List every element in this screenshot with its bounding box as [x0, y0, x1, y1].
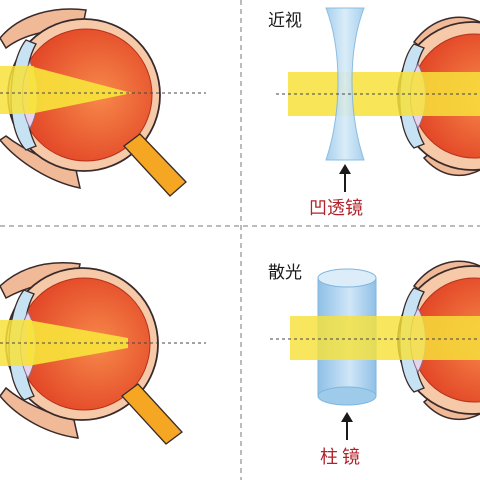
concave-lens	[325, 7, 365, 161]
eye-top-left	[0, 8, 206, 197]
eye-bottom-left	[0, 262, 206, 445]
panel-title-myopia: 近视	[268, 11, 302, 31]
lens-label-concave: 凹透镜	[309, 198, 363, 219]
eyelid-lower	[0, 135, 81, 189]
light-beam-focus	[30, 66, 132, 114]
lens-label-cylinder: 柱镜	[320, 447, 364, 468]
optic-nerve-bl	[121, 383, 183, 445]
light-beam-astigmatism	[290, 316, 480, 360]
light-beam-in-bl	[0, 320, 32, 366]
eyelid-lower-bl	[0, 386, 79, 439]
panel-title-astigmatism: 散光	[268, 263, 302, 283]
light-beam-in	[0, 66, 34, 114]
panel-myopia-corrected: 近视 凹透镜	[268, 7, 480, 219]
optic-nerve	[123, 133, 187, 197]
panel-astigmatism-corrected: 散光 柱镜	[268, 260, 480, 468]
arrow-up-icon	[341, 412, 353, 440]
arrow-up-icon	[339, 164, 351, 192]
